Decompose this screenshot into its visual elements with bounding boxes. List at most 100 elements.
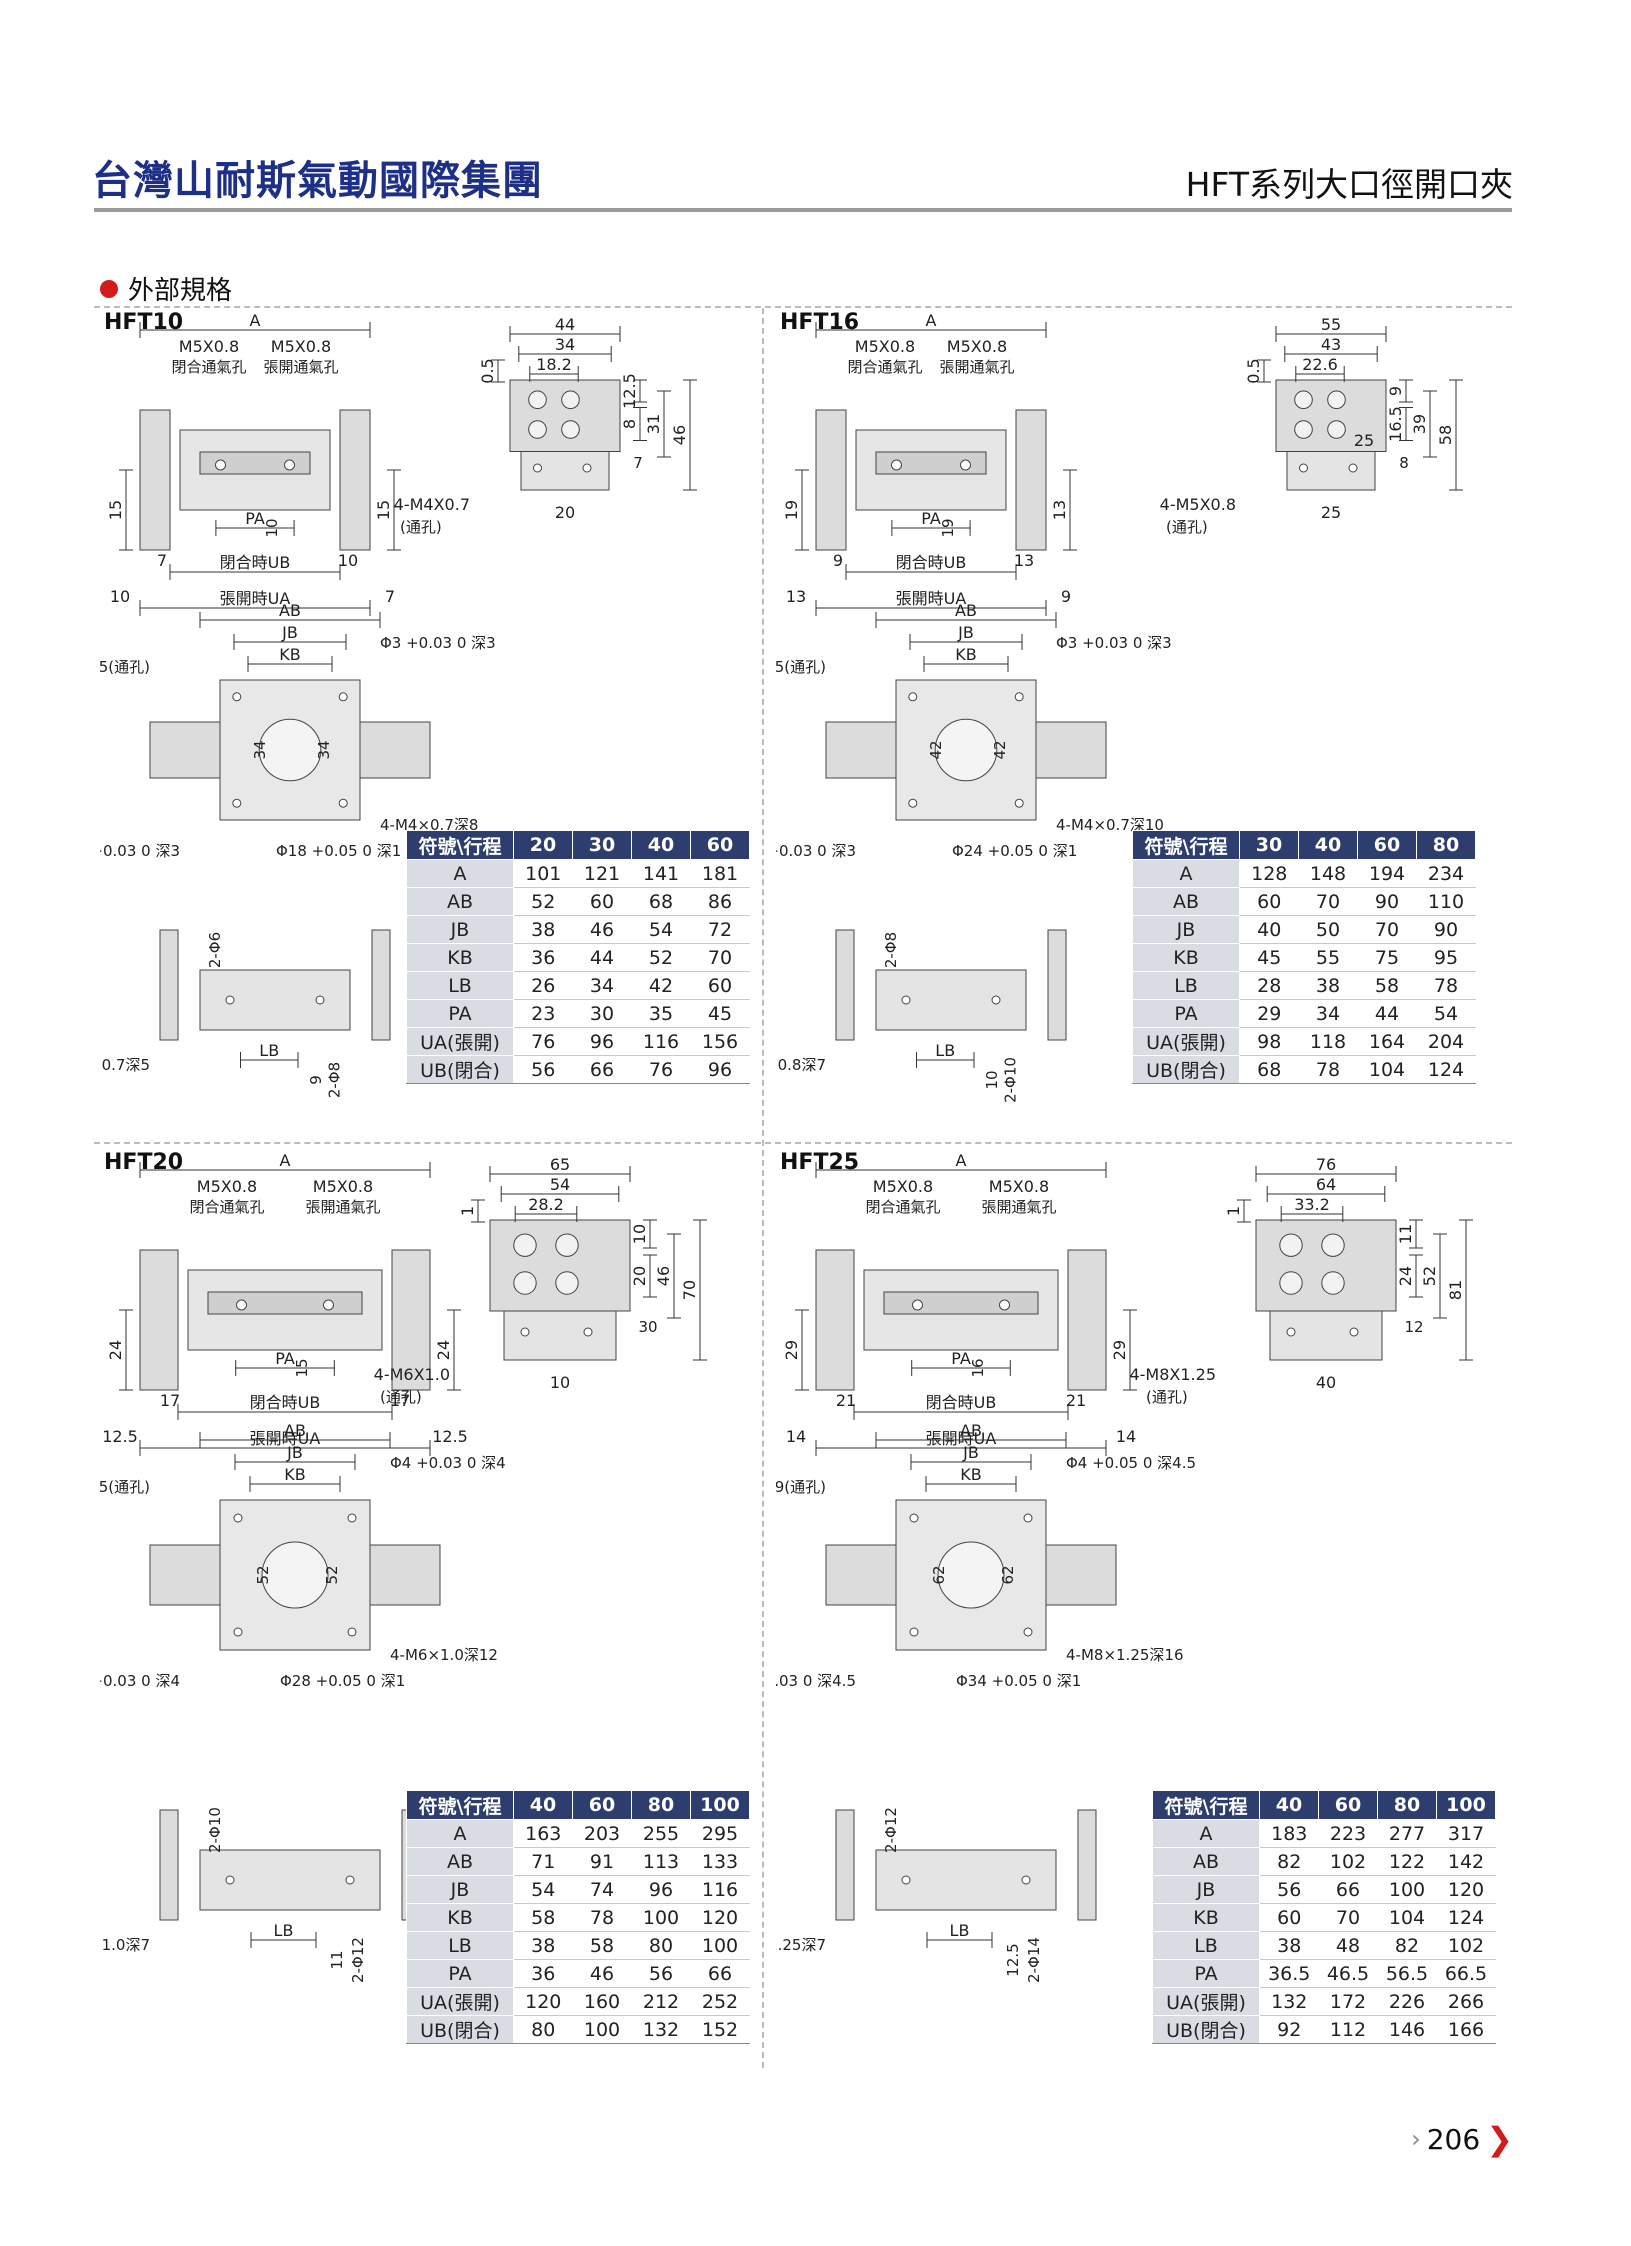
table-cell: 52 xyxy=(513,887,573,916)
section-heading: 外部規格 xyxy=(100,270,232,307)
row-symbol: LB xyxy=(406,971,514,1000)
column-header-stroke: 20 xyxy=(513,830,573,860)
row-symbol: JB xyxy=(1132,915,1240,944)
row-symbol: PA xyxy=(406,999,514,1028)
table-cell: 96 xyxy=(690,1055,750,1084)
table-cell: 148 xyxy=(1298,859,1358,888)
table-cell: 72 xyxy=(690,915,750,944)
table-cell: 120 xyxy=(1436,1875,1496,1904)
column-header-stroke: 100 xyxy=(1436,1790,1496,1820)
table-cell: 100 xyxy=(690,1931,750,1960)
table-cell: 70 xyxy=(1298,887,1358,916)
open-port-icon xyxy=(284,459,295,471)
table-cell: 204 xyxy=(1416,1027,1476,1056)
tap-hole-icon xyxy=(338,798,348,808)
back-plate xyxy=(489,1219,631,1312)
dim-back-low: 30 xyxy=(638,1318,657,1336)
port-circle xyxy=(555,1271,579,1295)
table-cell: 56 xyxy=(513,1055,573,1084)
back-hole-spec: 4-M4X0.7 xyxy=(394,495,470,514)
side-tap-spec: 2-M5×0.8深7 xyxy=(776,1056,826,1074)
side-hole-icon xyxy=(225,995,235,1005)
tap-hole-icon xyxy=(1014,798,1024,808)
table-cell: 317 xyxy=(1436,1819,1496,1848)
top-divider xyxy=(94,306,1512,308)
table-cell: 277 xyxy=(1377,1819,1437,1848)
dim-ab-label: AB xyxy=(284,1421,306,1440)
piston-rod xyxy=(207,1291,363,1315)
dim-bottom-outer: 62 xyxy=(999,1565,1017,1584)
tap-hole-icon xyxy=(347,1627,357,1637)
dim-back-height: 46 xyxy=(670,425,689,445)
table-cell: 50 xyxy=(1298,915,1358,944)
table-cell: 71 xyxy=(513,1847,573,1876)
bottom-jaw-right xyxy=(1045,1544,1117,1606)
row-symbol: KB xyxy=(1152,1903,1260,1932)
bullet-icon xyxy=(100,279,118,298)
locator-spec: 4 +0.03 0 深4 xyxy=(100,1672,180,1690)
mount-hole-icon xyxy=(1299,463,1308,473)
dim-back-offset: 0.5 xyxy=(1244,358,1263,383)
table-cell: 172 xyxy=(1318,1987,1378,2016)
side-dowel-spec: 2-Φ12 xyxy=(349,1937,367,1983)
dim-front-height-left: 19 xyxy=(782,500,801,520)
table-cell: 46.5 xyxy=(1318,1959,1378,1988)
dim-back-height: 58 xyxy=(1436,425,1455,445)
table-cell: 78 xyxy=(1298,1055,1358,1084)
mount-block xyxy=(503,1310,617,1361)
model-title: HFT20 xyxy=(104,1150,184,1175)
side-hole-icon xyxy=(1021,1875,1031,1885)
bottom-jaw-right xyxy=(1035,721,1107,779)
column-header-stroke: 60 xyxy=(1357,830,1417,860)
column-header-stroke: 40 xyxy=(1259,1790,1319,1820)
column-header-symbol: 符號\行程 xyxy=(1152,1790,1260,1820)
table-cell: 122 xyxy=(1377,1847,1437,1876)
table-cell: 95 xyxy=(1416,943,1476,972)
column-header-stroke: 40 xyxy=(631,830,691,860)
dim-back-height: 81 xyxy=(1446,1280,1465,1300)
table-cell: 66 xyxy=(690,1959,750,1988)
side-jaw-right xyxy=(371,929,391,1041)
table-cell: 166 xyxy=(1436,2015,1496,2044)
column-header-stroke: 60 xyxy=(572,1790,632,1820)
open-state-label: 張開時UA xyxy=(250,1429,321,1448)
tap-hole-icon xyxy=(338,692,348,702)
port-open-label: 張開通氣孔 xyxy=(263,358,338,376)
row-symbol: KB xyxy=(1132,943,1240,972)
table-cell: 252 xyxy=(690,1987,750,2016)
dim-jaw-right: 21 xyxy=(1066,1391,1086,1410)
table-cell: 36.5 xyxy=(1259,1959,1319,1988)
table-cell: 36 xyxy=(513,943,573,972)
dim-back-mid: 39 xyxy=(1410,414,1429,434)
jaw-left xyxy=(139,1249,179,1391)
table-cell: 68 xyxy=(631,887,691,916)
tap-hole-icon xyxy=(1014,692,1024,702)
column-header-symbol: 符號\行程 xyxy=(406,1790,514,1820)
tap-hole-icon xyxy=(232,692,242,702)
table-cell: 30 xyxy=(572,999,632,1028)
table-cell: 104 xyxy=(1357,1055,1417,1084)
port-open-size: M5X0.8 xyxy=(271,337,331,356)
table-cell: 82 xyxy=(1377,1931,1437,1960)
open-state-label: 張開時UA xyxy=(926,1429,997,1448)
dim-a-label: A xyxy=(926,311,937,330)
port-circle xyxy=(1294,390,1313,410)
port-open-size: M5X0.8 xyxy=(947,337,1007,356)
table-cell: 78 xyxy=(572,1903,632,1932)
dim-bottom-inner: 62 xyxy=(930,1565,948,1584)
dim-front-center: 15 xyxy=(293,1358,311,1377)
row-symbol: KB xyxy=(406,1903,514,1932)
dim-back-pitch: 34 xyxy=(555,335,575,354)
table-cell: 255 xyxy=(631,1819,691,1848)
